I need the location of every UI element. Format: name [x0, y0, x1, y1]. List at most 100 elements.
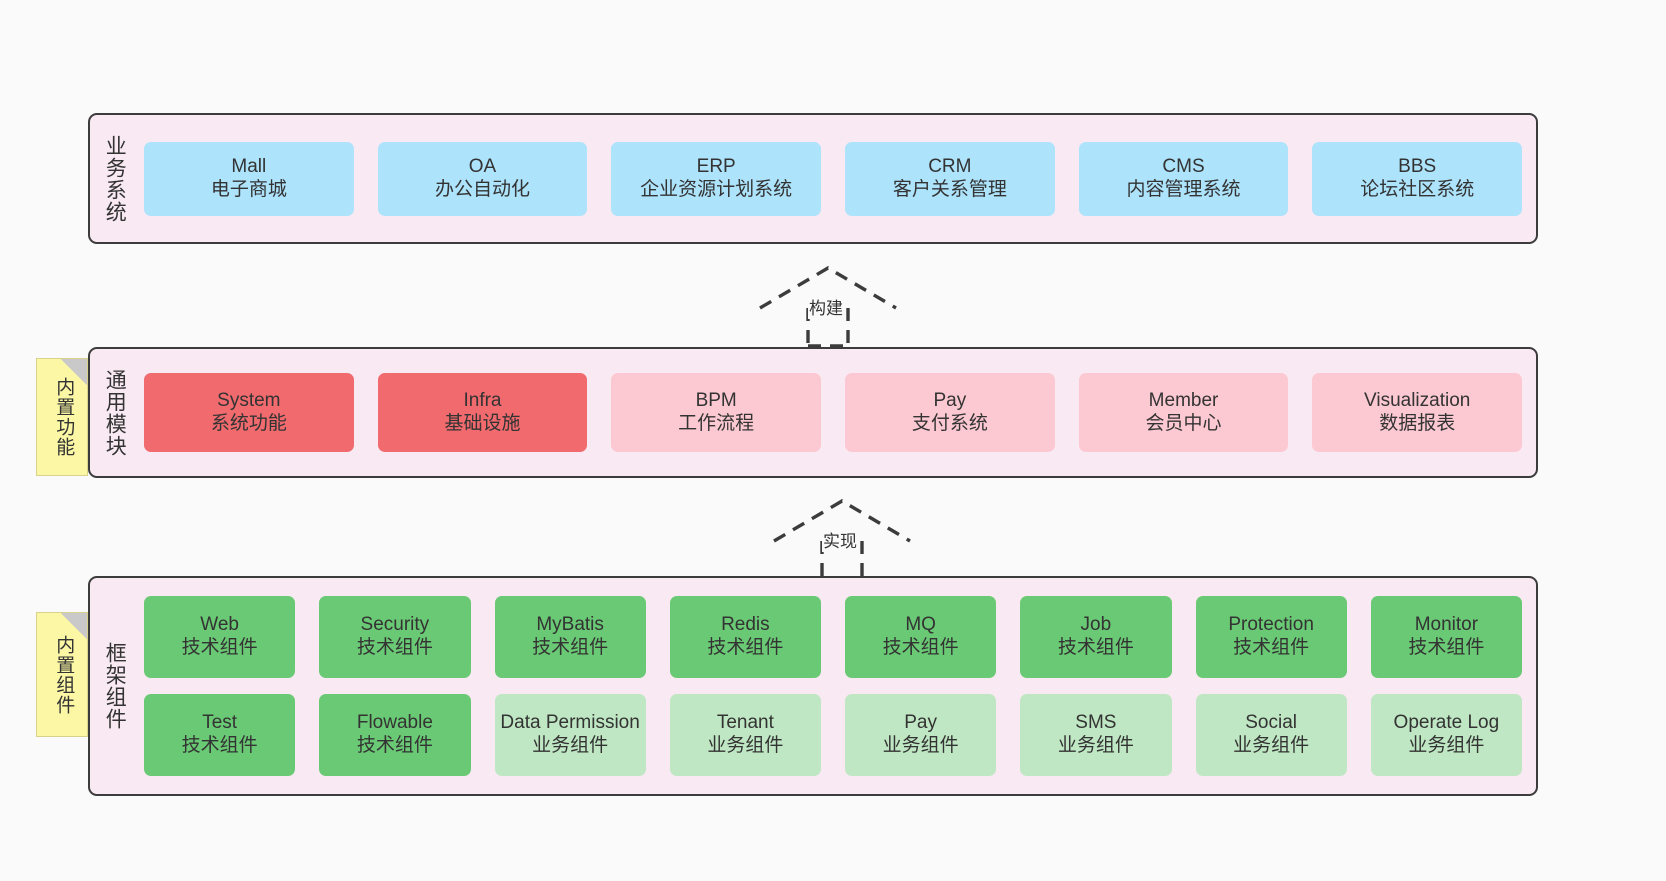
node-subtitle: 基础设施	[444, 412, 521, 434]
node-subtitle: 技术组件	[882, 637, 959, 658]
node-monitor[interactable]: Monitor 技术组件	[1370, 596, 1522, 678]
node-title: Mall	[231, 155, 267, 177]
node-test[interactable]: Test 技术组件	[144, 694, 296, 776]
node-flowable[interactable]: Flowable 技术组件	[319, 694, 471, 776]
node-title: Visualization	[1364, 389, 1471, 411]
node-subtitle: 工作流程	[678, 412, 755, 434]
node-subtitle: 技术组件	[356, 735, 433, 756]
node-social[interactable]: Social 业务组件	[1195, 694, 1347, 776]
node-subtitle: 技术组件	[356, 637, 433, 658]
sticky-note-label: 内置功能	[53, 377, 75, 457]
node-subtitle: 技术组件	[707, 637, 784, 658]
node-title: Redis	[721, 614, 770, 636]
node-title: Social	[1245, 712, 1297, 734]
note-fold-icon	[61, 359, 87, 385]
node-pay-business[interactable]: Pay 业务组件	[845, 694, 997, 776]
node-title: Monitor	[1414, 614, 1479, 636]
layer-framework-components[interactable]: 框架组件 Web 技术组件 Security 技术组件 MyBatis 技术组件…	[88, 576, 1538, 796]
node-title: Pay	[933, 389, 967, 411]
node-system[interactable]: System 系统功能	[144, 373, 354, 452]
node-title: Protection	[1228, 614, 1314, 636]
layer-row: System 系统功能 Infra 基础设施 BPM 工作流程 Pay 支付系统…	[144, 373, 1523, 452]
node-subtitle: 内容管理系统	[1126, 178, 1241, 200]
layer-business-systems[interactable]: 业务系统 Mall 电子商城 OA 办公自动化 ERP 企业资源计划系统 CRM…	[88, 113, 1538, 244]
node-subtitle: 技术组件	[1057, 637, 1134, 658]
node-data-permission[interactable]: Data Permission 业务组件	[494, 694, 646, 776]
node-title: Data Permission	[500, 712, 640, 734]
node-subtitle: 论坛社区系统	[1360, 178, 1475, 200]
layer-row: Web 技术组件 Security 技术组件 MyBatis 技术组件 Redi…	[144, 596, 1522, 678]
node-subtitle: 业务组件	[1057, 735, 1134, 756]
node-title: Pay	[904, 712, 937, 734]
layer-title-framework: 框架组件	[103, 642, 127, 730]
layer-title-common: 通用模块	[103, 368, 127, 457]
node-subtitle: 技术组件	[1408, 637, 1485, 658]
node-member[interactable]: Member 会员中心	[1078, 373, 1289, 452]
node-title: BBS	[1398, 155, 1437, 177]
connector-implement-label: 实现	[822, 527, 858, 552]
node-title: ERP	[696, 155, 736, 177]
node-crm[interactable]: CRM 客户关系管理	[845, 141, 1055, 216]
node-title: MQ	[905, 614, 936, 636]
layer-body-business: Mall 电子商城 OA 办公自动化 ERP 企业资源计划系统 CRM 客户关系…	[138, 115, 1536, 242]
connector-build-label: 构建	[808, 294, 844, 319]
connector-implement: 实现	[766, 491, 926, 583]
node-mall[interactable]: Mall 电子商城	[144, 141, 354, 216]
node-title: OA	[468, 155, 497, 177]
node-title: Operate Log	[1393, 712, 1500, 734]
node-mq[interactable]: MQ 技术组件	[845, 596, 997, 678]
node-subtitle: 技术组件	[532, 637, 609, 658]
layer-common-modules[interactable]: 通用模块 System 系统功能 Infra 基础设施 BPM 工作流程 Pay…	[88, 347, 1538, 478]
node-security[interactable]: Security 技术组件	[319, 596, 471, 678]
layer-body-common: System 系统功能 Infra 基础设施 BPM 工作流程 Pay 支付系统…	[138, 349, 1536, 476]
node-job[interactable]: Job 技术组件	[1020, 596, 1172, 678]
node-sms[interactable]: SMS 业务组件	[1020, 694, 1172, 776]
node-title: Security	[360, 614, 430, 636]
node-subtitle: 技术组件	[181, 637, 258, 658]
node-title: Infra	[463, 389, 502, 411]
sticky-note-builtin-components[interactable]: 内置组件	[36, 612, 88, 737]
node-operate-log[interactable]: Operate Log 业务组件	[1370, 694, 1522, 776]
layer-row: Mall 电子商城 OA 办公自动化 ERP 企业资源计划系统 CRM 客户关系…	[144, 141, 1523, 216]
node-title: Flowable	[356, 712, 433, 734]
node-mybatis[interactable]: MyBatis 技术组件	[494, 596, 646, 678]
sticky-note-label: 内置组件	[53, 634, 75, 715]
node-title: Test	[202, 712, 238, 734]
node-pay[interactable]: Pay 支付系统	[845, 373, 1055, 452]
node-title: Web	[200, 614, 239, 636]
layer-body-framework: Web 技术组件 Security 技术组件 MyBatis 技术组件 Redi…	[138, 578, 1536, 794]
node-web[interactable]: Web 技术组件	[144, 596, 296, 678]
sticky-note-builtin-functions[interactable]: 内置功能	[36, 358, 88, 476]
note-fold-icon	[61, 613, 87, 639]
node-subtitle: 技术组件	[181, 735, 258, 756]
node-title: Tenant	[716, 712, 774, 734]
node-title: BPM	[695, 389, 737, 411]
node-subtitle: 业务组件	[1408, 735, 1485, 756]
node-subtitle: 办公自动化	[435, 178, 531, 200]
node-bbs[interactable]: BBS 论坛社区系统	[1312, 141, 1523, 216]
node-infra[interactable]: Infra 基础设施	[377, 373, 588, 452]
node-tenant[interactable]: Tenant 业务组件	[669, 694, 821, 776]
connector-build: 构建	[752, 258, 912, 350]
node-bpm[interactable]: BPM 工作流程	[611, 373, 822, 452]
node-subtitle: 系统功能	[210, 412, 287, 434]
node-visualization[interactable]: Visualization 数据报表	[1312, 373, 1523, 452]
node-subtitle: 业务组件	[882, 735, 959, 756]
node-subtitle: 业务组件	[707, 735, 784, 756]
node-oa[interactable]: OA 办公自动化	[377, 141, 588, 216]
node-title: SMS	[1075, 712, 1117, 734]
node-title: CMS	[1162, 155, 1205, 177]
node-cms[interactable]: CMS 内容管理系统	[1078, 141, 1289, 216]
node-redis[interactable]: Redis 技术组件	[669, 596, 821, 678]
layer-row: Test 技术组件 Flowable 技术组件 Data Permission …	[144, 694, 1522, 776]
node-subtitle: 业务组件	[532, 735, 609, 756]
node-subtitle: 支付系统	[911, 412, 988, 434]
node-erp[interactable]: ERP 企业资源计划系统	[611, 141, 822, 216]
node-title: System	[217, 389, 281, 411]
node-subtitle: 客户关系管理	[892, 178, 1007, 200]
node-subtitle: 企业资源计划系统	[640, 178, 793, 200]
node-title: CRM	[928, 155, 972, 177]
layer-title-business: 业务系统	[103, 134, 127, 223]
node-protection[interactable]: Protection 技术组件	[1195, 596, 1347, 678]
